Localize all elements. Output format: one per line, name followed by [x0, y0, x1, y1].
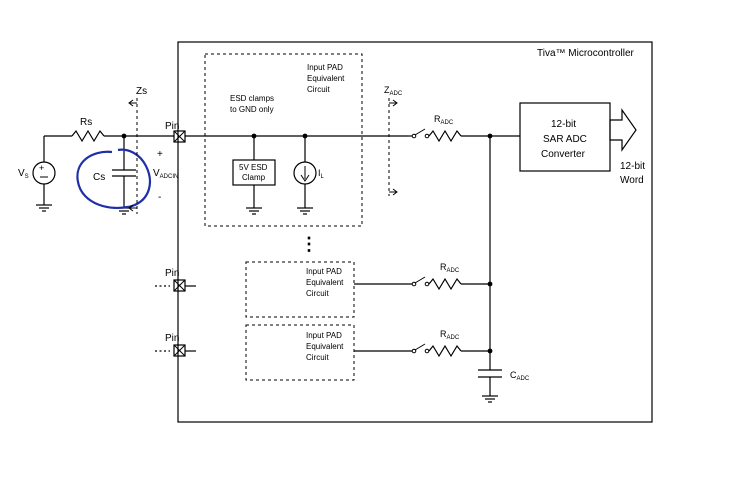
sample-switch-1: [408, 128, 430, 139]
pad-main-title-1: Input PAD: [307, 63, 343, 72]
rs-resistor: [71, 129, 105, 143]
radc-resistor-2: [428, 277, 462, 291]
radc-label-1: RADC: [434, 114, 454, 126]
output-label-1: 12-bit: [620, 161, 645, 172]
cadc-capacitor: [478, 369, 502, 403]
sample-switch-2: [411, 276, 430, 287]
radc-label-3: RADC: [440, 329, 460, 341]
continuation-dots: ⋮: [300, 234, 318, 254]
source-plus-sign: +: [39, 163, 44, 173]
pad2-title-3: Circuit: [306, 289, 329, 298]
pin-label-1: Pin: [165, 121, 179, 132]
pin-box-1: [173, 130, 186, 143]
pin-label-3: Pin: [165, 333, 179, 344]
rs-label: Rs: [80, 117, 92, 128]
pin-label-2: Pin: [165, 268, 179, 279]
zs-label: Zs: [136, 86, 147, 97]
vadcin-plus: +: [157, 149, 163, 160]
pin-box-2: [173, 279, 186, 292]
output-label-2: Word: [620, 175, 644, 186]
pad-main-title-3: Circuit: [307, 85, 330, 94]
cs-capacitor: [112, 136, 136, 215]
cadc-label: CADC: [510, 370, 530, 382]
adc-line-3: Converter: [541, 149, 586, 160]
pad3-title-2: Equivalent: [306, 342, 344, 351]
pin-box-3: [173, 344, 186, 357]
microcontroller-title: Tiva™ Microcontroller: [537, 48, 635, 59]
vadcin-minus: -: [158, 192, 161, 203]
esd-clamp-label-2: Clamp: [242, 173, 266, 182]
pad3-title-1: Input PAD: [306, 331, 342, 340]
esd-note-2: to GND only: [230, 105, 274, 114]
esd-note-1: ESD clamps: [230, 94, 274, 103]
voltage-source-vs: +: [32, 136, 56, 212]
vs-label: VS: [18, 168, 29, 180]
input-pad-main-box: [204, 53, 363, 227]
adc-line-1: 12-bit: [551, 119, 576, 130]
input-pad-box-3: [245, 324, 355, 381]
il-label: IL: [318, 168, 325, 180]
input-pad-box-2: [245, 261, 355, 318]
radc-resistor-3: [428, 344, 462, 358]
sample-switch-3: [411, 343, 430, 354]
vadcin-label: VADCIN: [153, 168, 178, 180]
zadc-label: ZADC: [384, 85, 403, 97]
radc-resistor-1: [428, 129, 462, 143]
microcontroller-box: [177, 41, 653, 423]
pad2-title-2: Equivalent: [306, 278, 344, 287]
output-arrow: [609, 108, 637, 152]
adc-line-2: SAR ADC: [543, 134, 587, 145]
pad3-title-3: Circuit: [306, 353, 329, 362]
current-source-il: [293, 136, 317, 215]
cs-label: Cs: [93, 172, 105, 183]
radc-label-2: RADC: [440, 262, 460, 274]
pad2-title-1: Input PAD: [306, 267, 342, 276]
pad-main-title-2: Equivalent: [307, 74, 345, 83]
handdrawn-highlight-circle: [76, 148, 151, 210]
esd-clamp-label-1: 5V ESD: [239, 163, 268, 172]
